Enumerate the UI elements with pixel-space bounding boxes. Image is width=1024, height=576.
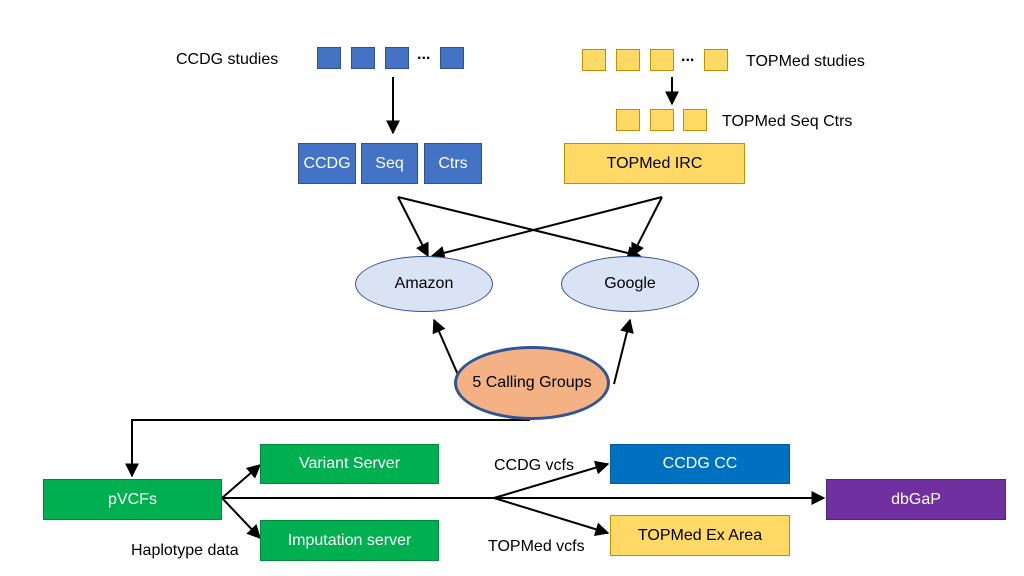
ccdg-study-square: [440, 47, 464, 69]
ccdg-seq-ctrs-box-ccdg: CCDG: [298, 143, 356, 184]
ccdg-study-square: [385, 47, 409, 69]
haplotype-data-label: Haplotype data: [131, 542, 239, 559]
topmed-study-square: [650, 49, 674, 71]
google-cloud-node: Google: [561, 256, 699, 312]
topmed-ellipsis: ...: [681, 48, 695, 65]
amazon-cloud-node: Amazon: [355, 256, 493, 312]
ccdg-cc-box: CCDG CC: [610, 444, 790, 484]
topmed-irc-box: TOPMed IRC: [564, 143, 745, 184]
topmed-seq-ctrs-label: TOPMed Seq Ctrs: [722, 113, 853, 130]
topmed-study-square: [704, 49, 728, 71]
topmed-seq-ctr-square: [650, 109, 674, 131]
ccdg-study-square: [317, 47, 341, 69]
topmed-ex-area-box: TOPMed Ex Area: [610, 515, 790, 556]
topmed-study-square: [616, 49, 640, 71]
calling-to-pvcfs-arrow: [125, 419, 530, 478]
ccdg-seq-ctrs-box-seq: Seq: [361, 143, 418, 184]
topmed-seq-ctr-square: [683, 109, 707, 131]
ccdg-to-google-arrow: [397, 196, 642, 260]
ccdg-to-amazon-arrow: [397, 196, 429, 258]
topmed-vcfs-label: TOPMed vcfs: [488, 538, 585, 555]
branch-to-ccdg-cc-arrow: [493, 460, 610, 499]
pvcfs-to-variant-arrow: [221, 464, 262, 499]
pvcfs-box: pVCFs: [43, 479, 222, 520]
irc-to-amazon-arrow: [430, 196, 663, 260]
branch-to-topmed-ex-arrow: [493, 497, 610, 536]
ccdg-vcfs-label: CCDG vcfs: [494, 457, 574, 474]
ccdg-studies-label: CCDG studies: [176, 51, 279, 68]
topmed-study-square: [582, 49, 606, 71]
topmed-seq-ctr-square: [616, 109, 640, 131]
topmed-studies-label: TOPMed studies: [746, 53, 865, 70]
irc-to-google-arrow: [631, 196, 663, 258]
calling-to-google-arrow: [613, 318, 634, 385]
dbgap-box: dbGaP: [826, 479, 1006, 520]
imputation-server-box: Imputation server: [260, 520, 439, 561]
calling-groups-node: 5 Calling Groups: [454, 346, 610, 420]
ccdg-study-square: [351, 47, 375, 69]
variant-server-box: Variant Server: [260, 444, 439, 484]
ccdg-ellipsis: ...: [417, 46, 431, 63]
pvcfs-to-imputation-arrow: [221, 497, 261, 540]
ccdg-seq-ctrs-box-ctrs: Ctrs: [424, 143, 482, 184]
